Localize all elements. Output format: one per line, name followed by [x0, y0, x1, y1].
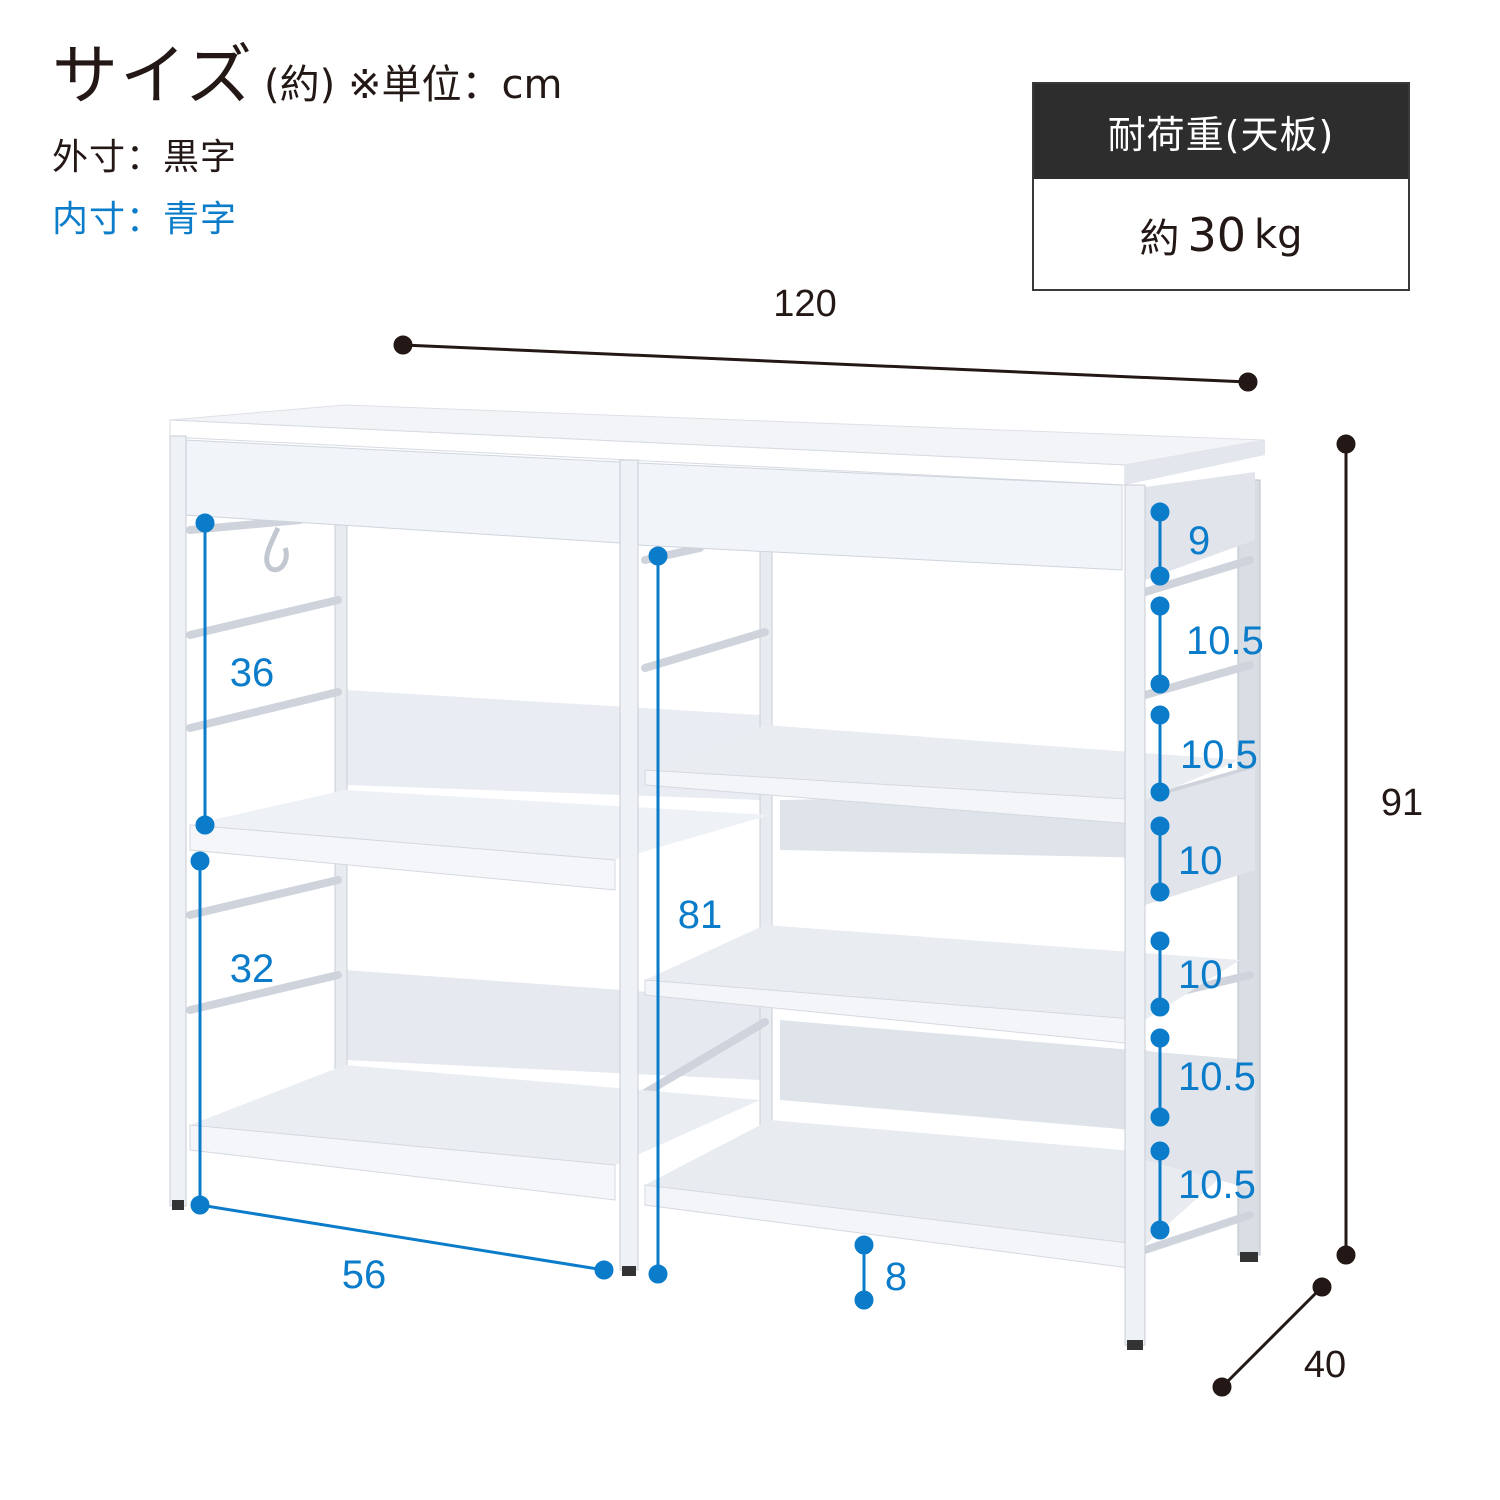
legend-outer-dimensions: 外寸：黒字 [52, 137, 238, 178]
depth-label: 40 [1304, 1344, 1346, 1386]
right-side-middle-panel [1145, 768, 1255, 905]
dimension-endpoint [393, 335, 413, 355]
dimension-endpoint [1312, 1277, 1332, 1297]
legend-inner-dimensions: 内寸：青字 [52, 199, 238, 240]
load-capacity-label: 耐荷重(天板) [1034, 84, 1408, 179]
left-side-rods [186, 516, 342, 1014]
right-middle-shelf-top [645, 925, 1240, 1020]
center-height-label: 81 [678, 893, 723, 937]
load-unit: kg [1253, 212, 1303, 258]
left-bottom-shelf-front [189, 1124, 616, 1201]
inner-dimension-labels: 36 32 56 81 8 9 10.5 10.5 10 10 10.5 10.… [230, 519, 1264, 1299]
dimension-endpoint [1212, 1377, 1232, 1397]
rack-spacing-label: 10.5 [1186, 619, 1264, 663]
height-label: 91 [1381, 782, 1423, 824]
s-hook [264, 526, 289, 573]
width-label: 120 [773, 283, 836, 325]
load-capacity-value: 約 30 kg [1034, 179, 1408, 291]
foot [622, 1266, 636, 1276]
load-capacity-box: 耐荷重(天板) 約 30 kg [1032, 82, 1410, 291]
load-number: 30 [1187, 208, 1246, 262]
left-middle-space-label: 32 [230, 947, 275, 991]
width-line [402, 343, 1249, 384]
page-title: サイズ (約) ※単位：cm [52, 22, 562, 118]
left-middle-shelf-front [189, 824, 616, 891]
outer-dimensions [393, 335, 1356, 1397]
dimension-endpoint [1238, 372, 1258, 392]
front-center-post [619, 459, 639, 1271]
right-side-top-panel [1145, 472, 1255, 580]
outer-dimension-labels: 120 91 40 [773, 283, 1423, 1386]
rack-spacing-label: 10 [1178, 953, 1223, 997]
left-lower-back-panel [345, 970, 760, 1080]
rack-spacing-label: 10.5 [1178, 1055, 1256, 1099]
foot [1240, 1252, 1258, 1262]
right-bottom-shelf-top [645, 1120, 1240, 1245]
right-upper-shelf-top [645, 725, 1240, 800]
left-bottom-shelf-top [190, 1065, 760, 1165]
depth-line [1220, 1285, 1324, 1389]
foot [1127, 1340, 1143, 1350]
inner-dimensions [190, 502, 1170, 1310]
front-right-post [1124, 484, 1146, 1346]
rack-spacing-label: 10.5 [1178, 1163, 1256, 1207]
rack-spacing-label: 10.5 [1180, 733, 1258, 777]
top-board-side [1125, 440, 1265, 485]
right-side-bottom-panel [1145, 1050, 1255, 1190]
rack-spacing-label: 10 [1178, 839, 1223, 883]
dimension-endpoint [1336, 1245, 1356, 1265]
title-text: サイズ [52, 37, 255, 114]
load-prefix: 約 [1139, 216, 1180, 262]
dimension-endpoint [1336, 434, 1356, 454]
front-left-post [169, 435, 187, 1207]
rack-spacing-label: 9 [1188, 519, 1210, 563]
foot [172, 1200, 184, 1210]
left-width-label: 56 [342, 1253, 387, 1297]
kitchen-rack-illustration [169, 404, 1266, 1350]
unit-note: (約) ※単位：cm [264, 62, 563, 108]
left-top-space-label: 36 [230, 651, 275, 695]
floor-clearance-label: 8 [885, 1255, 907, 1299]
